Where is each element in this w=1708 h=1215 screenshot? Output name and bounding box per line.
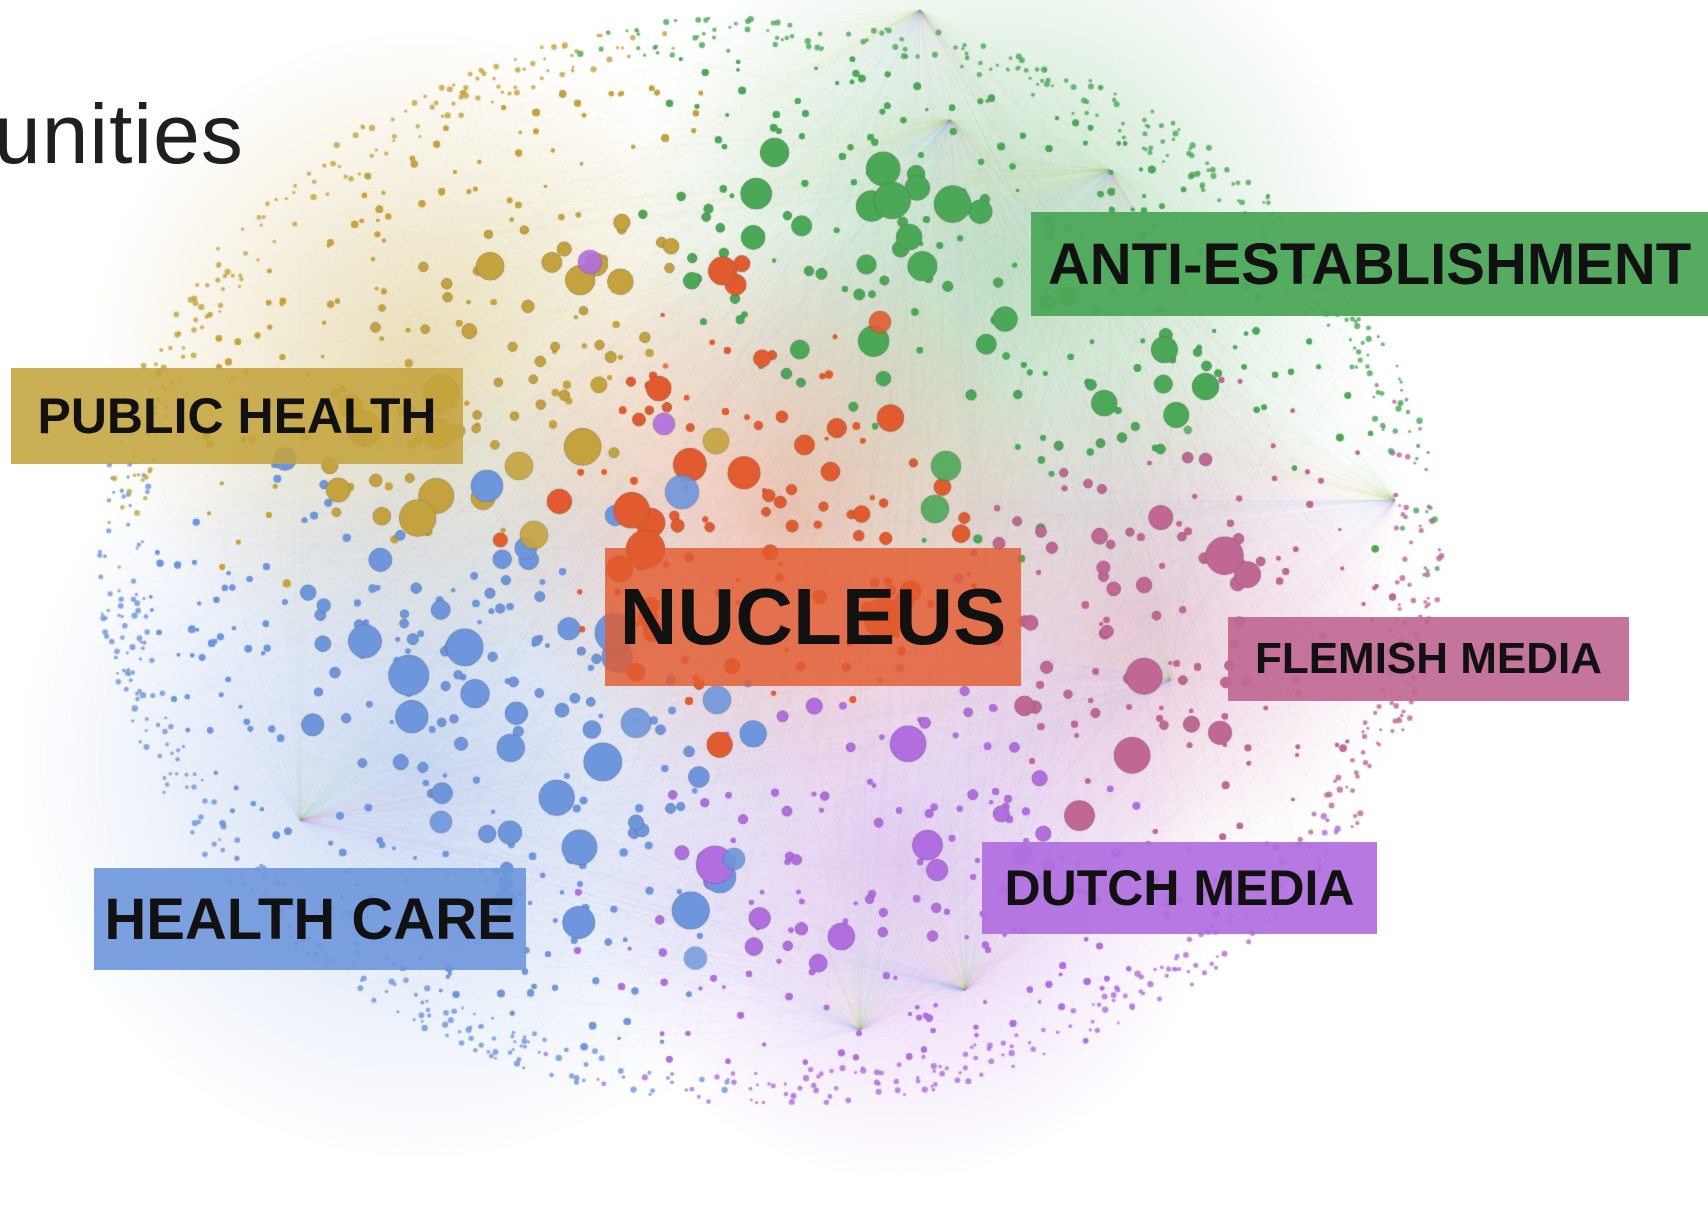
label-anti-establishment: ANTI-ESTABLISHMENT: [1031, 212, 1708, 316]
label-flemish-media: FLEMISH MEDIA: [1228, 617, 1629, 701]
label-dutch-media: DUTCH MEDIA: [982, 842, 1377, 934]
label-health-care: HEALTH CARE: [94, 868, 526, 970]
label-nucleus: NUCLEUS: [605, 548, 1021, 686]
slide-title: unities: [0, 87, 244, 181]
label-public-health: PUBLIC HEALTH: [11, 368, 463, 464]
